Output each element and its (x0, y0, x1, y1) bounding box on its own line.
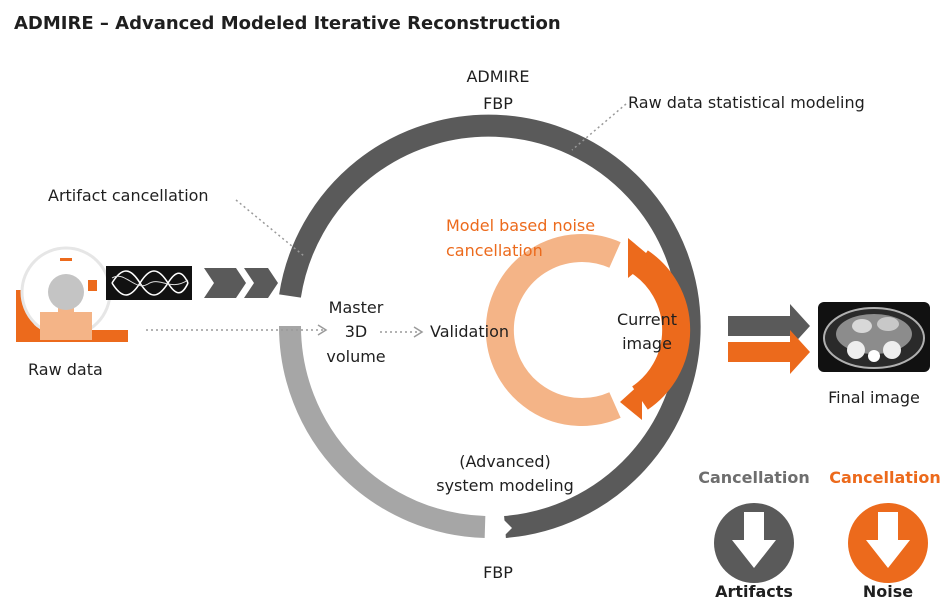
label-fbp-bottom: FBP (483, 563, 513, 582)
label-image: image (622, 334, 672, 353)
label-system-modeling: system modeling (436, 476, 574, 495)
outer-cycle-light-arc (279, 325, 486, 538)
raw-data-dotted-arrowhead (317, 324, 328, 336)
sinogram-icon (106, 266, 192, 300)
input-chevron-2 (244, 268, 278, 298)
noise-legend-icon (848, 503, 928, 583)
label-raw-data-statistical-modeling: Raw data statistical modeling (628, 93, 865, 112)
legend-artifacts-label: Artifacts (715, 582, 793, 601)
label-model-noise-1: Model based noise (446, 216, 596, 235)
artifacts-legend-icon (714, 503, 794, 583)
input-chevron-1 (204, 268, 246, 298)
label-validation: Validation (430, 322, 510, 341)
label-raw-data: Raw data (28, 360, 103, 379)
inner-cycle-light-arc (485, 234, 621, 426)
label-master: Master (328, 298, 384, 317)
diagram-title: ADMIRE – Advanced Modeled Iterative Reco… (14, 13, 561, 34)
label-3d: 3D (344, 322, 368, 341)
output-arrow-gray (728, 304, 810, 348)
label-final-image: Final image (828, 388, 920, 407)
label-artifact-cancellation: Artifact cancellation (48, 186, 209, 205)
label-admire: ADMIRE (466, 67, 530, 86)
legend-noise-heading: Cancellation (829, 468, 941, 487)
legend-artifacts-heading: Cancellation (698, 468, 810, 487)
label-advanced: (Advanced) (459, 452, 551, 471)
ct-scanner-icon (16, 246, 128, 342)
label-current: Current (616, 310, 678, 329)
label-volume: volume (326, 347, 386, 366)
label-model-noise-2: cancellation (446, 241, 543, 260)
outer-cycle-arrowhead-left (270, 300, 310, 322)
inner-cycle-arrowhead-bottom (620, 382, 642, 420)
legend-noise-label: Noise (862, 582, 914, 601)
ct-slice-icon (818, 302, 930, 372)
outer-cycle-arrowhead-bottom (494, 510, 512, 546)
label-fbp-top: FBP (483, 94, 513, 113)
outer-cycle-dark-arc (279, 114, 701, 538)
inner-cycle-arrowhead-top (628, 238, 652, 278)
inner-cycle-orange-arc (631, 250, 691, 410)
leader-raw-stat (571, 103, 627, 151)
output-arrow-orange (728, 330, 810, 374)
validation-dotted-arrowhead (413, 326, 424, 338)
